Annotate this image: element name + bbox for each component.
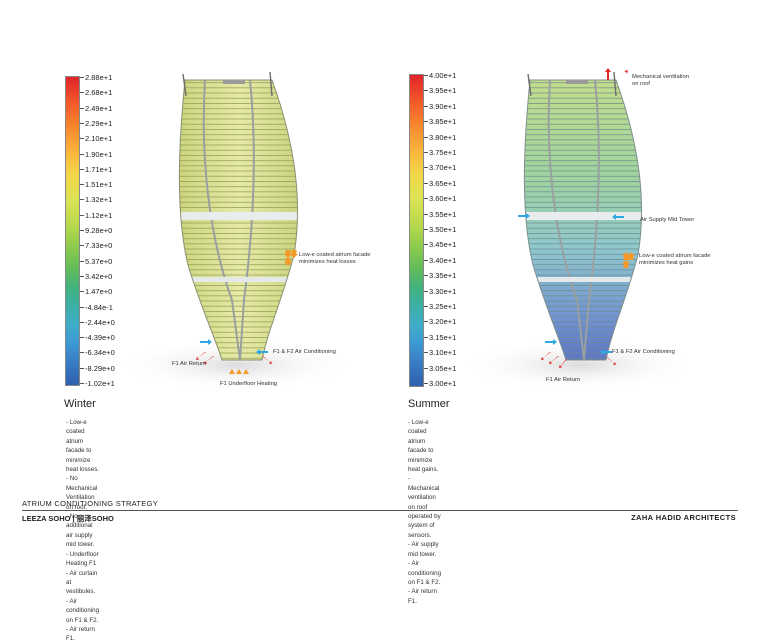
footer-divider — [22, 510, 738, 511]
winter-note-item: Air conditioning on F1 & F2. — [66, 597, 99, 625]
summer-note-item: Mechanical ventilation on roof operated … — [408, 474, 441, 540]
summer-scale-tick-label: 3.50e+1 — [423, 225, 457, 234]
winter-air-return-arrows — [196, 352, 272, 364]
winter-facade-heat-arrows — [284, 250, 298, 266]
summer-roof-ventilation-arrows — [605, 68, 628, 80]
summer-scale-tick-label: 3.75e+1 — [423, 148, 457, 157]
summer-mid-tower-annotation: Air Supply Mid Tower — [640, 217, 695, 223]
winter-scale-tick-label: -2.44e+0 — [80, 317, 115, 327]
winter-scale-tick-label: -6.34e+0 — [80, 348, 115, 358]
footer-title: ATRIUM CONDITIONING STRATEGY — [22, 499, 159, 508]
summer-tower-illustration — [460, 68, 700, 391]
summer-scale-tick-label: 3.40e+1 — [423, 255, 457, 265]
summer-note-item: Low-e coated atrium facade to minimize h… — [408, 418, 441, 474]
summer-scale-tick-label: 3.10e+1 — [423, 348, 457, 358]
summer-air-return-annotation: F1 Air Return — [546, 377, 581, 383]
winter-roof-unit — [223, 80, 245, 84]
winter-scale-tick-label: 1.90e+1 — [79, 149, 113, 159]
summer-scale-tick-label: 3.25e+1 — [423, 302, 457, 311]
summer-scale-tick-label: 3.80e+1 — [423, 132, 457, 142]
winter-scale-tick-label: 1.32e+1 — [79, 195, 113, 205]
winter-scale-tick-label: 5.37e+0 — [79, 256, 113, 266]
winter-note-item: Air curtain at vestibules. — [66, 569, 99, 597]
summer-facade-heat-arrows — [622, 252, 635, 268]
summer-scale-tick-label: 3.05e+1 — [423, 363, 457, 373]
summer-scale-tick-label: 3.35e+1 — [423, 271, 457, 281]
winter-scale-tick-label: 1.47e+0 — [79, 287, 113, 297]
winter-air-conditioning-arrows — [200, 339, 268, 355]
summer-scale-tick-label: 3.20e+1 — [423, 317, 457, 327]
summer-note-item: Air supply mid tower. — [408, 540, 441, 559]
winter-scale-tick-label: 2.10e+1 — [79, 134, 113, 144]
summer-roof-unit — [566, 80, 588, 84]
summer-color-scale-bar — [409, 74, 424, 387]
winter-scale-tick-label: 2.49e+1 — [79, 103, 113, 113]
winter-scale-tick-label: 3.42e+0 — [79, 271, 113, 281]
winter-note-item: No Mechanical Ventilation on roof. — [66, 474, 99, 512]
winter-scale-tick-label: -4.84e-1 — [80, 302, 113, 312]
summer-scale-tick-label: 3.90e+1 — [423, 101, 457, 111]
summer-air-conditioning-annotation: F1 & F2 Air Conditioning — [612, 349, 675, 355]
summer-scale-tick-label: 3.85e+1 — [423, 117, 457, 127]
winter-scale-tick-label: 7.33e+0 — [79, 241, 113, 251]
summer-ground-shadow — [460, 339, 700, 391]
summer-scale-tick-label: 4.00e+1 — [423, 71, 457, 80]
summer-scale-tick-label: 3.15e+1 — [423, 332, 457, 342]
summer-mid-tower-supply-arrows — [518, 213, 624, 220]
winter-note-item: Air return F1. — [66, 625, 99, 644]
summer-scale-tick-label: 3.95e+1 — [423, 86, 457, 96]
winter-scale-tick-label: 1.12e+1 — [79, 210, 113, 220]
summer-scale-tick-label: 3.45e+1 — [423, 240, 457, 250]
winter-scale-tick-label: -1.02e+1 — [80, 379, 115, 388]
winter-scale-tick-label: 2.29e+1 — [79, 118, 113, 128]
winter-underfloor-heating-arrows — [229, 369, 249, 374]
winter-note-item: Underfloor Heating F1 — [66, 550, 99, 569]
summer-title: Summer — [408, 398, 450, 410]
winter-scale-tick-label: 9.28e+0 — [79, 226, 113, 235]
winter-ground-shadow — [116, 339, 356, 391]
winter-title: Winter — [64, 398, 96, 410]
winter-air-return-annotation: F1 Air Return — [172, 361, 207, 367]
footer-firm-name: ZAHA HADID ARCHITECTS — [631, 513, 736, 522]
winter-note-item: Low-e coated atrium facade to minimize h… — [66, 418, 99, 474]
summer-scale-tick-label: 3.55e+1 — [423, 209, 457, 219]
winter-scale-tick-label: 2.88e+1 — [79, 73, 113, 82]
summer-scale-tick-label: 3.65e+1 — [423, 178, 457, 188]
winter-scale-tick-label: -4.39e+0 — [80, 333, 115, 343]
summer-roof-annotation: Mechanical ventilation on roof — [632, 74, 690, 87]
summer-facade-annotation: Low-e coated atrium facade minimizes hea… — [639, 253, 711, 266]
summer-air-conditioning-arrows — [545, 339, 612, 355]
winter-tower-illustration — [116, 71, 356, 391]
winter-scale-tick-label: -8.29e+0 — [80, 363, 115, 373]
winter-air-conditioning-annotation: F1 & F2 Air Conditioning — [273, 349, 336, 355]
summer-note-item: Air return F1. — [408, 587, 441, 606]
summer-scale-tick-label: 3.60e+1 — [423, 194, 457, 204]
summer-scale-tick-label: 3.30e+1 — [423, 286, 457, 296]
winter-scale-tick-label: 1.71e+1 — [79, 164, 113, 174]
summer-mid-tower-band — [524, 212, 642, 220]
winter-underfloor-annotation: F1 Underfloor Heating — [220, 381, 278, 387]
summer-scale-tick-label: 3.70e+1 — [423, 163, 457, 173]
winter-scale-tick-label: 2.68e+1 — [79, 88, 113, 98]
winter-mid-tower-band — [179, 212, 298, 220]
summer-scale-tick-label: 3.00e+1 — [423, 379, 457, 388]
summer-note-item: Air conditioning on F1 & F2. — [408, 559, 441, 587]
winter-color-scale-bar — [65, 76, 80, 386]
summer-air-return-arrows — [541, 352, 616, 368]
footer-project-name: LEEZA SOHO | 丽泽SOHO — [22, 514, 114, 523]
winter-facade-annotation: Low-e coated atrium facade minimizes hea… — [299, 252, 371, 265]
winter-scale-tick-label: 1.51e+1 — [79, 180, 113, 190]
